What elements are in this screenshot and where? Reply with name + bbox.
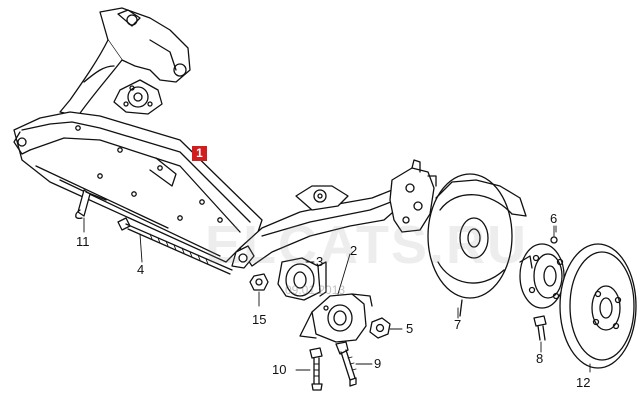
brake-disc-12 (559, 243, 637, 373)
part-label-5[interactable]: 5 (406, 321, 414, 336)
wheel-hub-6 (519, 225, 565, 309)
part-label-3[interactable]: 3 (316, 254, 324, 269)
axle-beam (13, 111, 263, 263)
backing-plate-7 (427, 173, 527, 317)
mounting-bracket-2 (299, 253, 373, 343)
leader-lines (305, 225, 557, 319)
bolt-9 (335, 341, 373, 387)
watermark-date: 09.01.2013 (285, 283, 346, 297)
part-label-9[interactable]: 9 (374, 356, 382, 371)
left-trailing-arm (59, 39, 123, 117)
hub-carrier-bracket (389, 159, 437, 233)
watermark-text: ELCATS.RU (205, 215, 528, 275)
bolt-8 (533, 315, 547, 353)
part-label-2[interactable]: 2 (350, 243, 358, 258)
nut-5 (369, 317, 403, 339)
left-mounting-bracket (99, 7, 191, 115)
part-label-7[interactable]: 7 (454, 317, 462, 332)
part-1-highlight-badge[interactable]: 1 (192, 146, 207, 161)
part-label-6[interactable]: 6 (550, 211, 558, 226)
nut-15 (249, 273, 269, 307)
part-label-12[interactable]: 12 (576, 375, 591, 390)
right-trailing-arm (231, 185, 401, 269)
bolt-10 (295, 347, 323, 391)
bolt-4 (117, 217, 233, 275)
part-label-11[interactable]: 11 (76, 234, 90, 249)
bushing-3 (277, 257, 327, 301)
part-label-10[interactable]: 10 (272, 362, 287, 377)
part-label-4[interactable]: 4 (137, 262, 145, 277)
part-label-8[interactable]: 8 (536, 351, 544, 366)
part-label-15[interactable]: 15 (252, 312, 267, 327)
bolt-11 (75, 189, 107, 233)
